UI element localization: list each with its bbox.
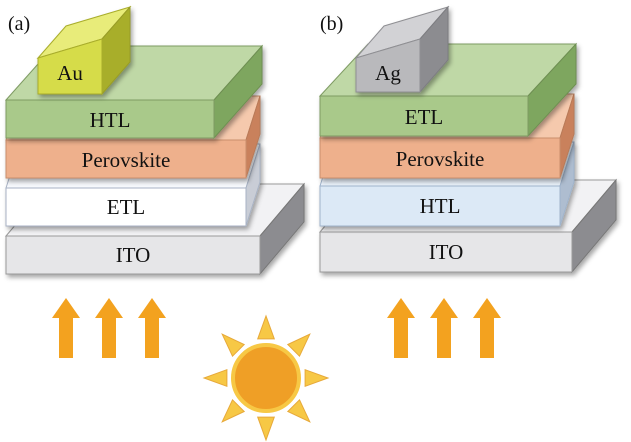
panel-b-ag-label: Ag: [375, 61, 401, 85]
sun-icon: [202, 314, 330, 442]
panel-a-label: (a): [8, 13, 30, 35]
panel-a-htl-label: HTL: [90, 108, 131, 132]
light-arrow-icon: [95, 298, 123, 358]
panel-b-etl-label: ETL: [405, 105, 443, 129]
panel-a-etl-label: ETL: [107, 195, 145, 219]
light-arrow-icon: [52, 298, 80, 358]
light-arrow-icon: [138, 298, 166, 358]
light-arrows: [52, 298, 501, 358]
panel-a-perovskite-label: Perovskite: [82, 148, 171, 172]
panel-b-perovskite-label: Perovskite: [396, 147, 485, 171]
panel-a-au-label: Au: [57, 61, 83, 85]
panel-a-electrode-au: [36, 5, 132, 96]
light-arrow-icon: [473, 298, 501, 358]
panel-b-htl-label: HTL: [420, 194, 461, 218]
light-arrow-icon: [430, 298, 458, 358]
panel-a-ito-label: ITO: [116, 243, 151, 267]
panel-b-ito-label: ITO: [429, 240, 464, 264]
panel-b-electrode-ag: [354, 5, 450, 94]
panel-b-label: (b): [320, 13, 343, 35]
panel-a: (a) ITO ETL Perovskite HTL: [4, 5, 306, 276]
panel-b: (b) ITO HTL Perovskite ETL: [318, 5, 618, 274]
light-arrow-icon: [387, 298, 415, 358]
